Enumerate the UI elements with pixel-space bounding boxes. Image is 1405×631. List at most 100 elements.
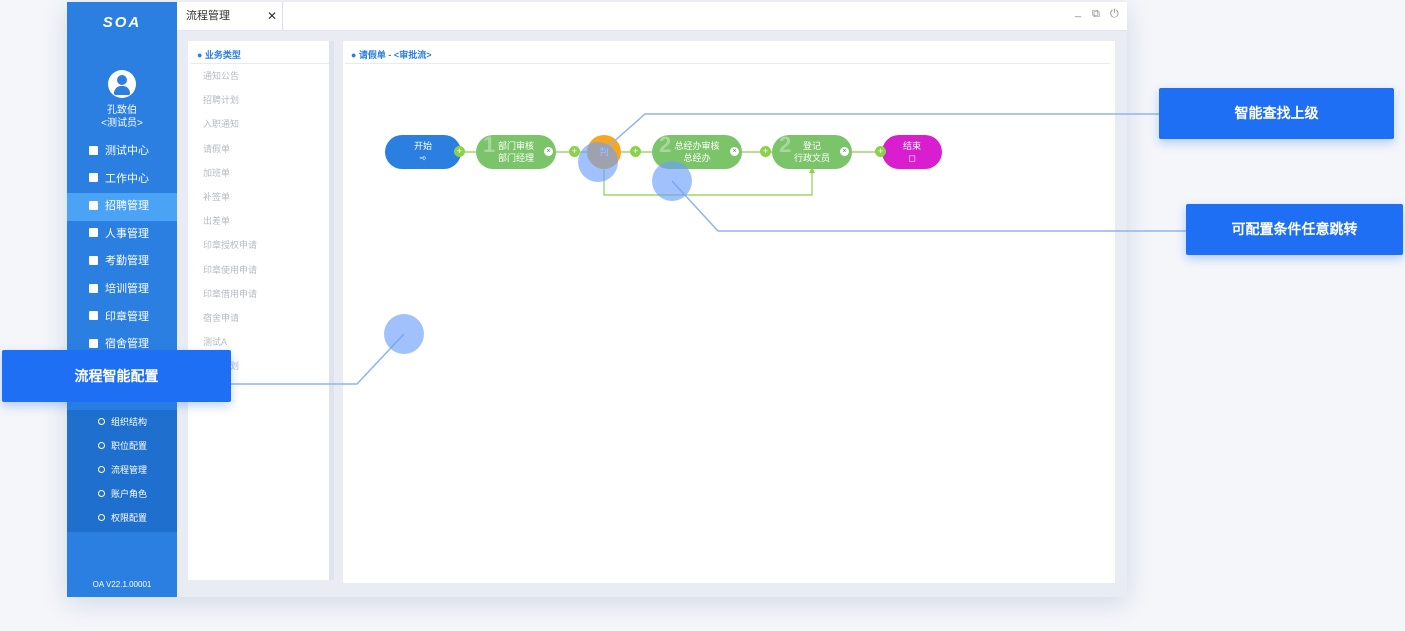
sidebar-item-seal[interactable]: 印章管理 <box>67 304 177 332</box>
people-icon <box>89 228 98 238</box>
close-icon[interactable]: ✕ <box>266 9 277 23</box>
list-item[interactable]: 入职通知 <box>203 119 240 130</box>
add-step-button[interactable]: + <box>454 146 465 157</box>
list-item[interactable]: 宿舍申请 <box>203 312 240 323</box>
main-content: ● 业务类型 通知公告招聘计划入职通知请假单加班单补签单出差单印章授权申请印章使… <box>177 31 1127 597</box>
list-item[interactable]: 测试A <box>203 337 228 348</box>
callout-conditional-jump: 可配置条件任意跳转 <box>1186 204 1403 255</box>
list-item[interactable]: 印章使用申请 <box>203 264 258 275</box>
submenu-item-org[interactable]: 组织结构 <box>67 410 177 434</box>
sidebar-item-label: 人事管理 <box>105 227 149 240</box>
callout-smart-config: 流程智能配置 <box>2 350 231 402</box>
user-info: 孔致伯 <测试员> <box>67 104 177 130</box>
flow-node[interactable]: 开始 ➾ <box>385 135 461 169</box>
sidebar-menu: 测试中心 工作中心 招聘管理 人事管理 考勤管理 培训管理 印章管理 宿舍管理 <box>67 138 177 359</box>
sidebar-item-label: 宿舍管理 <box>105 338 149 351</box>
close-icon[interactable]: × <box>730 147 739 156</box>
circle-icon <box>98 442 105 450</box>
add-step-button[interactable]: + <box>569 146 580 157</box>
home-icon <box>89 145 98 155</box>
circle-icon <box>98 490 105 498</box>
submenu-item-permissions[interactable]: 权限配置 <box>67 506 177 530</box>
tab-workflow-management[interactable]: 流程管理 ✕ <box>177 2 283 30</box>
top-bar: 流程管理 ✕ _ ⧉ ⏻ <box>177 2 1127 31</box>
dashboard-icon <box>89 173 98 183</box>
user-role: <测试员> <box>101 118 143 129</box>
recruit-icon <box>89 200 98 210</box>
tab-label: 流程管理 <box>186 10 230 22</box>
sidebar-item-label: 测试中心 <box>105 145 149 157</box>
restore-icon[interactable]: ⧉ <box>1092 8 1100 20</box>
add-step-button[interactable]: + <box>875 146 886 157</box>
submenu-label: 流程管理 <box>111 465 148 475</box>
sidebar-item-training[interactable]: 培训管理 <box>67 276 177 304</box>
sidebar-item-label: 工作中心 <box>105 172 149 185</box>
submenu-label: 权限配置 <box>111 513 148 523</box>
list-item[interactable]: 加班单 <box>203 167 231 178</box>
list-item[interactable]: 通知公告 <box>203 71 240 81</box>
flow-node[interactable]: 结束 ◻ <box>882 135 942 169</box>
sidebar-item-attendance[interactable]: 考勤管理 <box>67 248 177 276</box>
business-type-panel: ● 业务类型 通知公告招聘计划入职通知请假单加班单补签单出差单印章授权申请印章使… <box>188 41 334 580</box>
sidebar-item-work-center[interactable]: 工作中心 <box>67 166 177 194</box>
sidebar: SOA 孔致伯 <测试员> 测试中心 工作中心 招聘管理 人事管理 考勤管理 培… <box>67 2 177 597</box>
list-item[interactable]: 招聘计划 <box>203 95 240 106</box>
business-type-list: 通知公告招聘计划入职通知请假单加班单补签单出差单印章授权申请印章使用申请印章借用… <box>188 64 334 378</box>
circle-icon <box>98 514 105 522</box>
sidebar-item-test-center[interactable]: 测试中心 <box>67 138 177 166</box>
list-item[interactable]: 补签单 <box>203 191 231 202</box>
workflow-panel: ● 请假单 - <审批流> 开始➾1部门审核部门经理×判2总经办审核总经办×2登… <box>343 41 1115 583</box>
callout-find-superior: 智能查找上级 <box>1159 88 1394 139</box>
circle-icon <box>98 466 105 474</box>
step-number: 1 <box>483 132 496 157</box>
submenu-item-position[interactable]: 职位配置 <box>67 434 177 458</box>
power-icon[interactable]: ⏻ <box>1110 8 1119 20</box>
sidebar-item-hr[interactable]: 人事管理 <box>67 221 177 249</box>
sidebar-item-label: 培训管理 <box>105 282 149 295</box>
highlight-circle <box>384 314 424 354</box>
close-icon[interactable]: × <box>840 147 849 156</box>
node-sublabel: ◻ <box>908 153 916 163</box>
node-sublabel: 部门经理 <box>497 153 534 163</box>
submenu-item-accounts[interactable]: 账户角色 <box>67 482 177 506</box>
sidebar-item-recruitment[interactable]: 招聘管理 <box>67 193 177 221</box>
sidebar-item-dorm[interactable]: 宿舍管理 <box>67 331 177 359</box>
list-item[interactable]: 出差单 <box>203 216 231 227</box>
list-item[interactable]: 印章借用申请 <box>203 288 258 299</box>
avatar[interactable] <box>108 70 136 98</box>
dorm-icon <box>89 338 98 348</box>
list-item[interactable]: 请假单 <box>203 143 231 154</box>
highlight-circle <box>578 142 618 182</box>
logo: SOA <box>102 14 142 31</box>
submenu-item-workflow[interactable]: 流程管理 <box>67 458 177 482</box>
panel-title: ● 业务类型 <box>191 41 329 64</box>
scrollbar[interactable] <box>329 41 334 580</box>
submenu-label: 账户角色 <box>111 489 148 499</box>
node-sublabel: ➾ <box>419 153 427 163</box>
add-step-button[interactable]: + <box>630 146 641 157</box>
node-sublabel: 行政文员 <box>793 153 830 163</box>
user-name: 孔致伯 <box>107 105 137 116</box>
sidebar-item-label: 招聘管理 <box>105 200 149 213</box>
node-label: 开始 <box>413 141 432 151</box>
submenu-label: 职位配置 <box>111 441 148 451</box>
submenu-label: 组织结构 <box>111 417 148 427</box>
node-sublabel: 总经办 <box>683 153 711 163</box>
highlight-circle <box>652 161 692 201</box>
panel-title: ● 请假单 - <审批流> <box>345 41 1111 64</box>
node-label: 结束 <box>902 141 921 151</box>
list-item[interactable]: 印章授权申请 <box>203 240 258 251</box>
minimize-icon[interactable]: _ <box>1075 6 1082 18</box>
app-window: SOA 孔致伯 <测试员> 测试中心 工作中心 招聘管理 人事管理 考勤管理 培… <box>67 2 1127 597</box>
add-step-button[interactable]: + <box>760 146 771 157</box>
seal-icon <box>89 311 98 321</box>
step-number: 2 <box>779 132 792 157</box>
sidebar-submenu: 组织结构 职位配置 流程管理 账户角色 权限配置 <box>67 410 177 532</box>
step-number: 2 <box>659 132 672 157</box>
sidebar-item-label: 印章管理 <box>105 310 149 323</box>
close-icon[interactable]: × <box>544 147 553 156</box>
attendance-icon <box>89 255 98 265</box>
circle-icon <box>98 418 105 426</box>
